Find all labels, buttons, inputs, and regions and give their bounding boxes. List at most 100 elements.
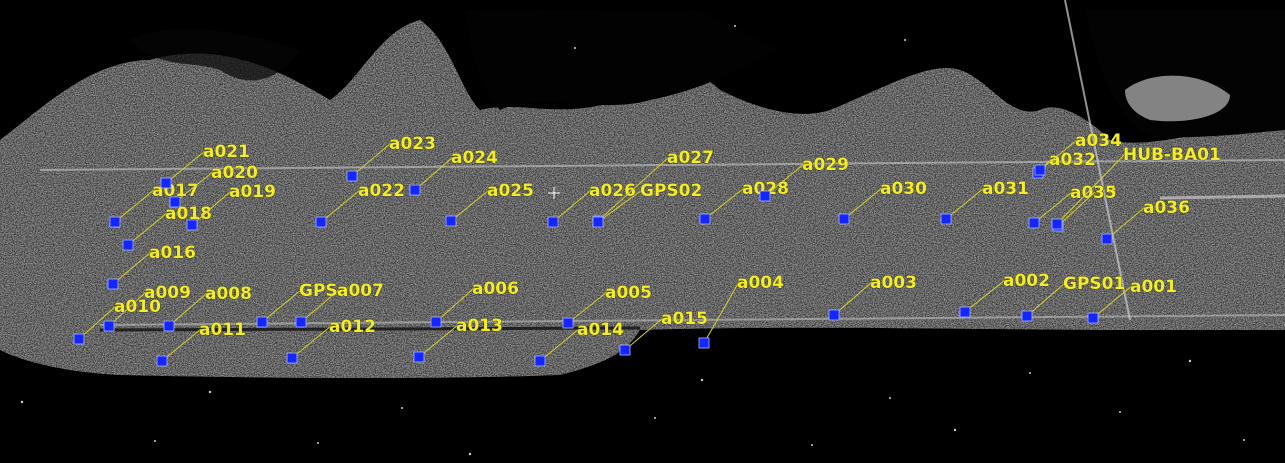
target-marker[interactable] — [286, 352, 298, 364]
survey-target-gps01[interactable]: GPS01 — [1021, 274, 1126, 322]
leader-line — [539, 328, 580, 362]
survey-target-a029[interactable]: a029 — [759, 155, 849, 202]
target-label: a024 — [451, 148, 498, 168]
survey-target-a016[interactable]: a016 — [107, 243, 196, 290]
leader-line — [703, 281, 740, 344]
leader-line — [1092, 285, 1133, 319]
target-marker[interactable] — [445, 215, 457, 227]
target-marker[interactable] — [109, 216, 121, 228]
survey-target-a008[interactable]: a008 — [163, 284, 252, 332]
leader-line — [945, 187, 985, 220]
leader-line — [320, 189, 361, 223]
survey-target-a013[interactable]: a013 — [413, 316, 503, 363]
leader-line — [1056, 153, 1126, 225]
survey-target-a015[interactable]: a015 — [619, 309, 708, 356]
survey-target-a021[interactable]: a021 — [160, 142, 250, 189]
target-marker[interactable] — [1101, 233, 1113, 245]
survey-target-gps02[interactable]: GPS02 — [592, 181, 703, 228]
survey-target-a011[interactable]: a011 — [156, 320, 246, 367]
survey-target-hub-ba01[interactable]: HUB-BA01 — [1051, 145, 1221, 230]
survey-target-a005[interactable]: a005 — [562, 283, 652, 329]
target-marker[interactable] — [1034, 164, 1046, 176]
target-label: a020 — [211, 163, 258, 183]
target-marker[interactable] — [346, 170, 358, 182]
survey-target-a003[interactable]: a003 — [828, 273, 917, 321]
side-road-line — [1159, 194, 1285, 200]
target-marker[interactable] — [409, 184, 421, 196]
target-marker[interactable] — [186, 219, 198, 231]
target-label: a021 — [203, 142, 250, 162]
target-label: a008 — [205, 284, 252, 304]
leader-line — [261, 289, 302, 323]
survey-target-a023[interactable]: a023 — [346, 134, 436, 182]
target-marker[interactable] — [699, 213, 711, 225]
survey-target-a020[interactable]: a020 — [169, 163, 258, 208]
target-marker[interactable] — [430, 316, 442, 328]
leader-line — [108, 291, 147, 327]
target-label: a032 — [1049, 150, 1096, 170]
target-marker[interactable] — [163, 320, 175, 332]
survey-target-a018[interactable]: a018 — [122, 204, 212, 251]
leader-line — [114, 189, 155, 223]
target-marker[interactable] — [940, 213, 952, 225]
target-marker[interactable] — [295, 316, 307, 328]
void-region-upper-left — [130, 29, 300, 81]
survey-target-a010[interactable]: a010 — [73, 297, 161, 345]
target-marker[interactable] — [838, 213, 850, 225]
target-marker[interactable] — [562, 317, 574, 329]
target-marker[interactable] — [1021, 310, 1033, 322]
target-marker[interactable] — [169, 196, 181, 208]
target-marker[interactable] — [413, 351, 425, 363]
target-label: a011 — [199, 320, 246, 340]
survey-target-a036[interactable]: a036 — [1101, 198, 1190, 245]
survey-target-a019[interactable]: a019 — [186, 182, 276, 231]
target-marker[interactable] — [107, 278, 119, 290]
target-marker[interactable] — [759, 190, 771, 202]
target-marker[interactable] — [160, 177, 172, 189]
target-label: a022 — [358, 181, 405, 201]
survey-target-gps03[interactable]: GPS — [256, 281, 338, 328]
target-marker[interactable] — [828, 309, 840, 321]
leader-line — [161, 328, 202, 362]
survey-target-a026[interactable]: a026 — [547, 181, 636, 228]
target-label: a028 — [742, 179, 789, 199]
survey-target-a034[interactable]: a034 — [1034, 131, 1122, 176]
target-marker[interactable] — [534, 355, 546, 367]
target-marker[interactable] — [592, 216, 604, 228]
survey-target-a002[interactable]: a002 — [959, 271, 1050, 318]
survey-target-a022[interactable]: a022 — [315, 181, 405, 228]
leader-line — [552, 189, 592, 223]
target-marker[interactable] — [959, 306, 971, 318]
target-marker[interactable] — [1028, 217, 1040, 229]
survey-target-layer: a001 a002 a003 a004 a005 a006 a007 a008 a009a010… — [73, 131, 1221, 367]
survey-target-a014[interactable]: a014 — [534, 320, 624, 367]
survey-target-a028[interactable]: a028 — [699, 179, 789, 225]
target-marker[interactable] — [1087, 312, 1099, 324]
target-label: a034 — [1075, 131, 1122, 151]
target-marker[interactable] — [1051, 218, 1063, 230]
survey-target-a025[interactable]: a025 — [445, 181, 534, 227]
survey-target-a009[interactable]: a009 — [103, 283, 191, 332]
target-marker[interactable] — [547, 216, 559, 228]
target-marker[interactable] — [122, 239, 134, 251]
survey-target-a007[interactable]: a007 — [295, 281, 384, 328]
survey-target-a004[interactable]: a004 — [698, 273, 784, 349]
target-marker[interactable] — [619, 344, 631, 356]
survey-target-a031[interactable]: a031 — [940, 179, 1029, 225]
survey-target-a012[interactable]: a012 — [286, 317, 376, 364]
target-marker[interactable] — [256, 316, 268, 328]
survey-target-a030[interactable]: a030 — [838, 179, 927, 225]
leader-line — [174, 171, 214, 203]
target-label: a036 — [1143, 198, 1190, 218]
target-marker[interactable] — [156, 355, 168, 367]
survey-target-a001[interactable]: a001 — [1087, 277, 1177, 324]
survey-target-a006[interactable]: a006 — [430, 279, 519, 328]
target-marker[interactable] — [315, 216, 327, 228]
target-marker[interactable] — [698, 337, 710, 349]
target-marker[interactable] — [73, 333, 85, 345]
leader-line — [191, 190, 232, 226]
target-marker[interactable] — [103, 320, 115, 332]
survey-target-a024[interactable]: a024 — [409, 148, 498, 196]
